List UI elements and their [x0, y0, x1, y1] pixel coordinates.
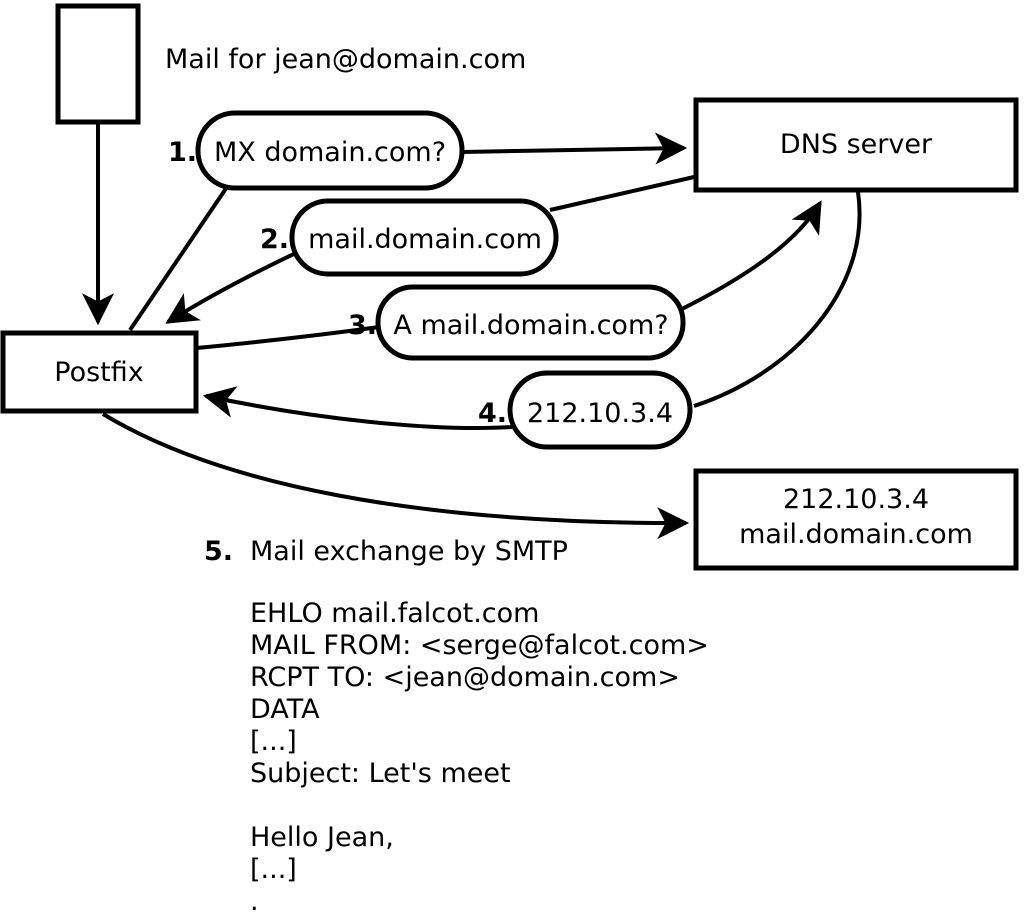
mail-message-node — [55, 3, 141, 125]
dns-server-box — [693, 97, 1019, 193]
flow-query3-to-dns-arrow — [679, 200, 822, 312]
smtp-session-block: EHLO mail.falcot.com MAIL FROM: <serge@f… — [250, 598, 709, 917]
reply-a-pill — [507, 370, 693, 450]
step1-number: 1. — [168, 137, 197, 168]
step3-number: 3. — [348, 310, 377, 341]
smtp-line: DATA — [250, 694, 320, 725]
flow-query1-to-dns-arrow — [461, 132, 688, 165]
mail-server-host-label: mail.domain.com — [739, 519, 973, 550]
mail-server-box — [693, 468, 1019, 571]
smtp-line: EHLO mail.falcot.com — [250, 598, 539, 629]
step3-label: A mail.domain.com? — [393, 310, 668, 341]
smtp-line: RCPT TO: <jean@domain.com> — [250, 662, 680, 693]
flow-dns-to-reply4-line — [693, 191, 862, 408]
smtp-line: [...] — [250, 854, 297, 885]
step4-label: 212.10.3.4 — [527, 398, 673, 429]
smtp-line: [...] — [250, 726, 297, 757]
reply-mx-pill — [289, 198, 559, 277]
smtp-line: Hello Jean, — [250, 822, 394, 853]
mail-server-ip-label: 212.10.3.4 — [783, 484, 929, 515]
flow-postfix-to-query1-line — [128, 185, 229, 332]
flow-reply4-to-postfix-arrow — [202, 386, 513, 430]
query-mx-pill — [195, 110, 465, 191]
step1-label: MX domain.com? — [214, 137, 446, 168]
step5-label: Mail exchange by SMTP — [250, 536, 568, 567]
step2-number: 2. — [260, 224, 289, 255]
flow-postfix-to-mailserver-arrow — [101, 412, 690, 540]
step4-number: 4. — [478, 398, 507, 429]
smtp-line: MAIL FROM: <serge@falcot.com> — [250, 630, 709, 661]
flow-reply2-to-postfix-arrow — [165, 250, 299, 324]
step5-number: 5. — [204, 536, 233, 567]
smtp-line: Subject: Let's meet — [250, 758, 511, 789]
step2-label: mail.domain.com — [308, 224, 542, 255]
postfix-label: Postfix — [54, 357, 143, 388]
postfix-box — [0, 330, 199, 414]
query-a-pill — [375, 284, 686, 361]
smtp-line: . — [250, 886, 259, 917]
note-label: Mail for jean@domain.com — [165, 44, 526, 75]
flow-dns-to-reply2-line — [549, 175, 695, 212]
flow-postfix-to-query3-line — [196, 325, 380, 350]
dns-server-label: DNS server — [780, 129, 933, 160]
